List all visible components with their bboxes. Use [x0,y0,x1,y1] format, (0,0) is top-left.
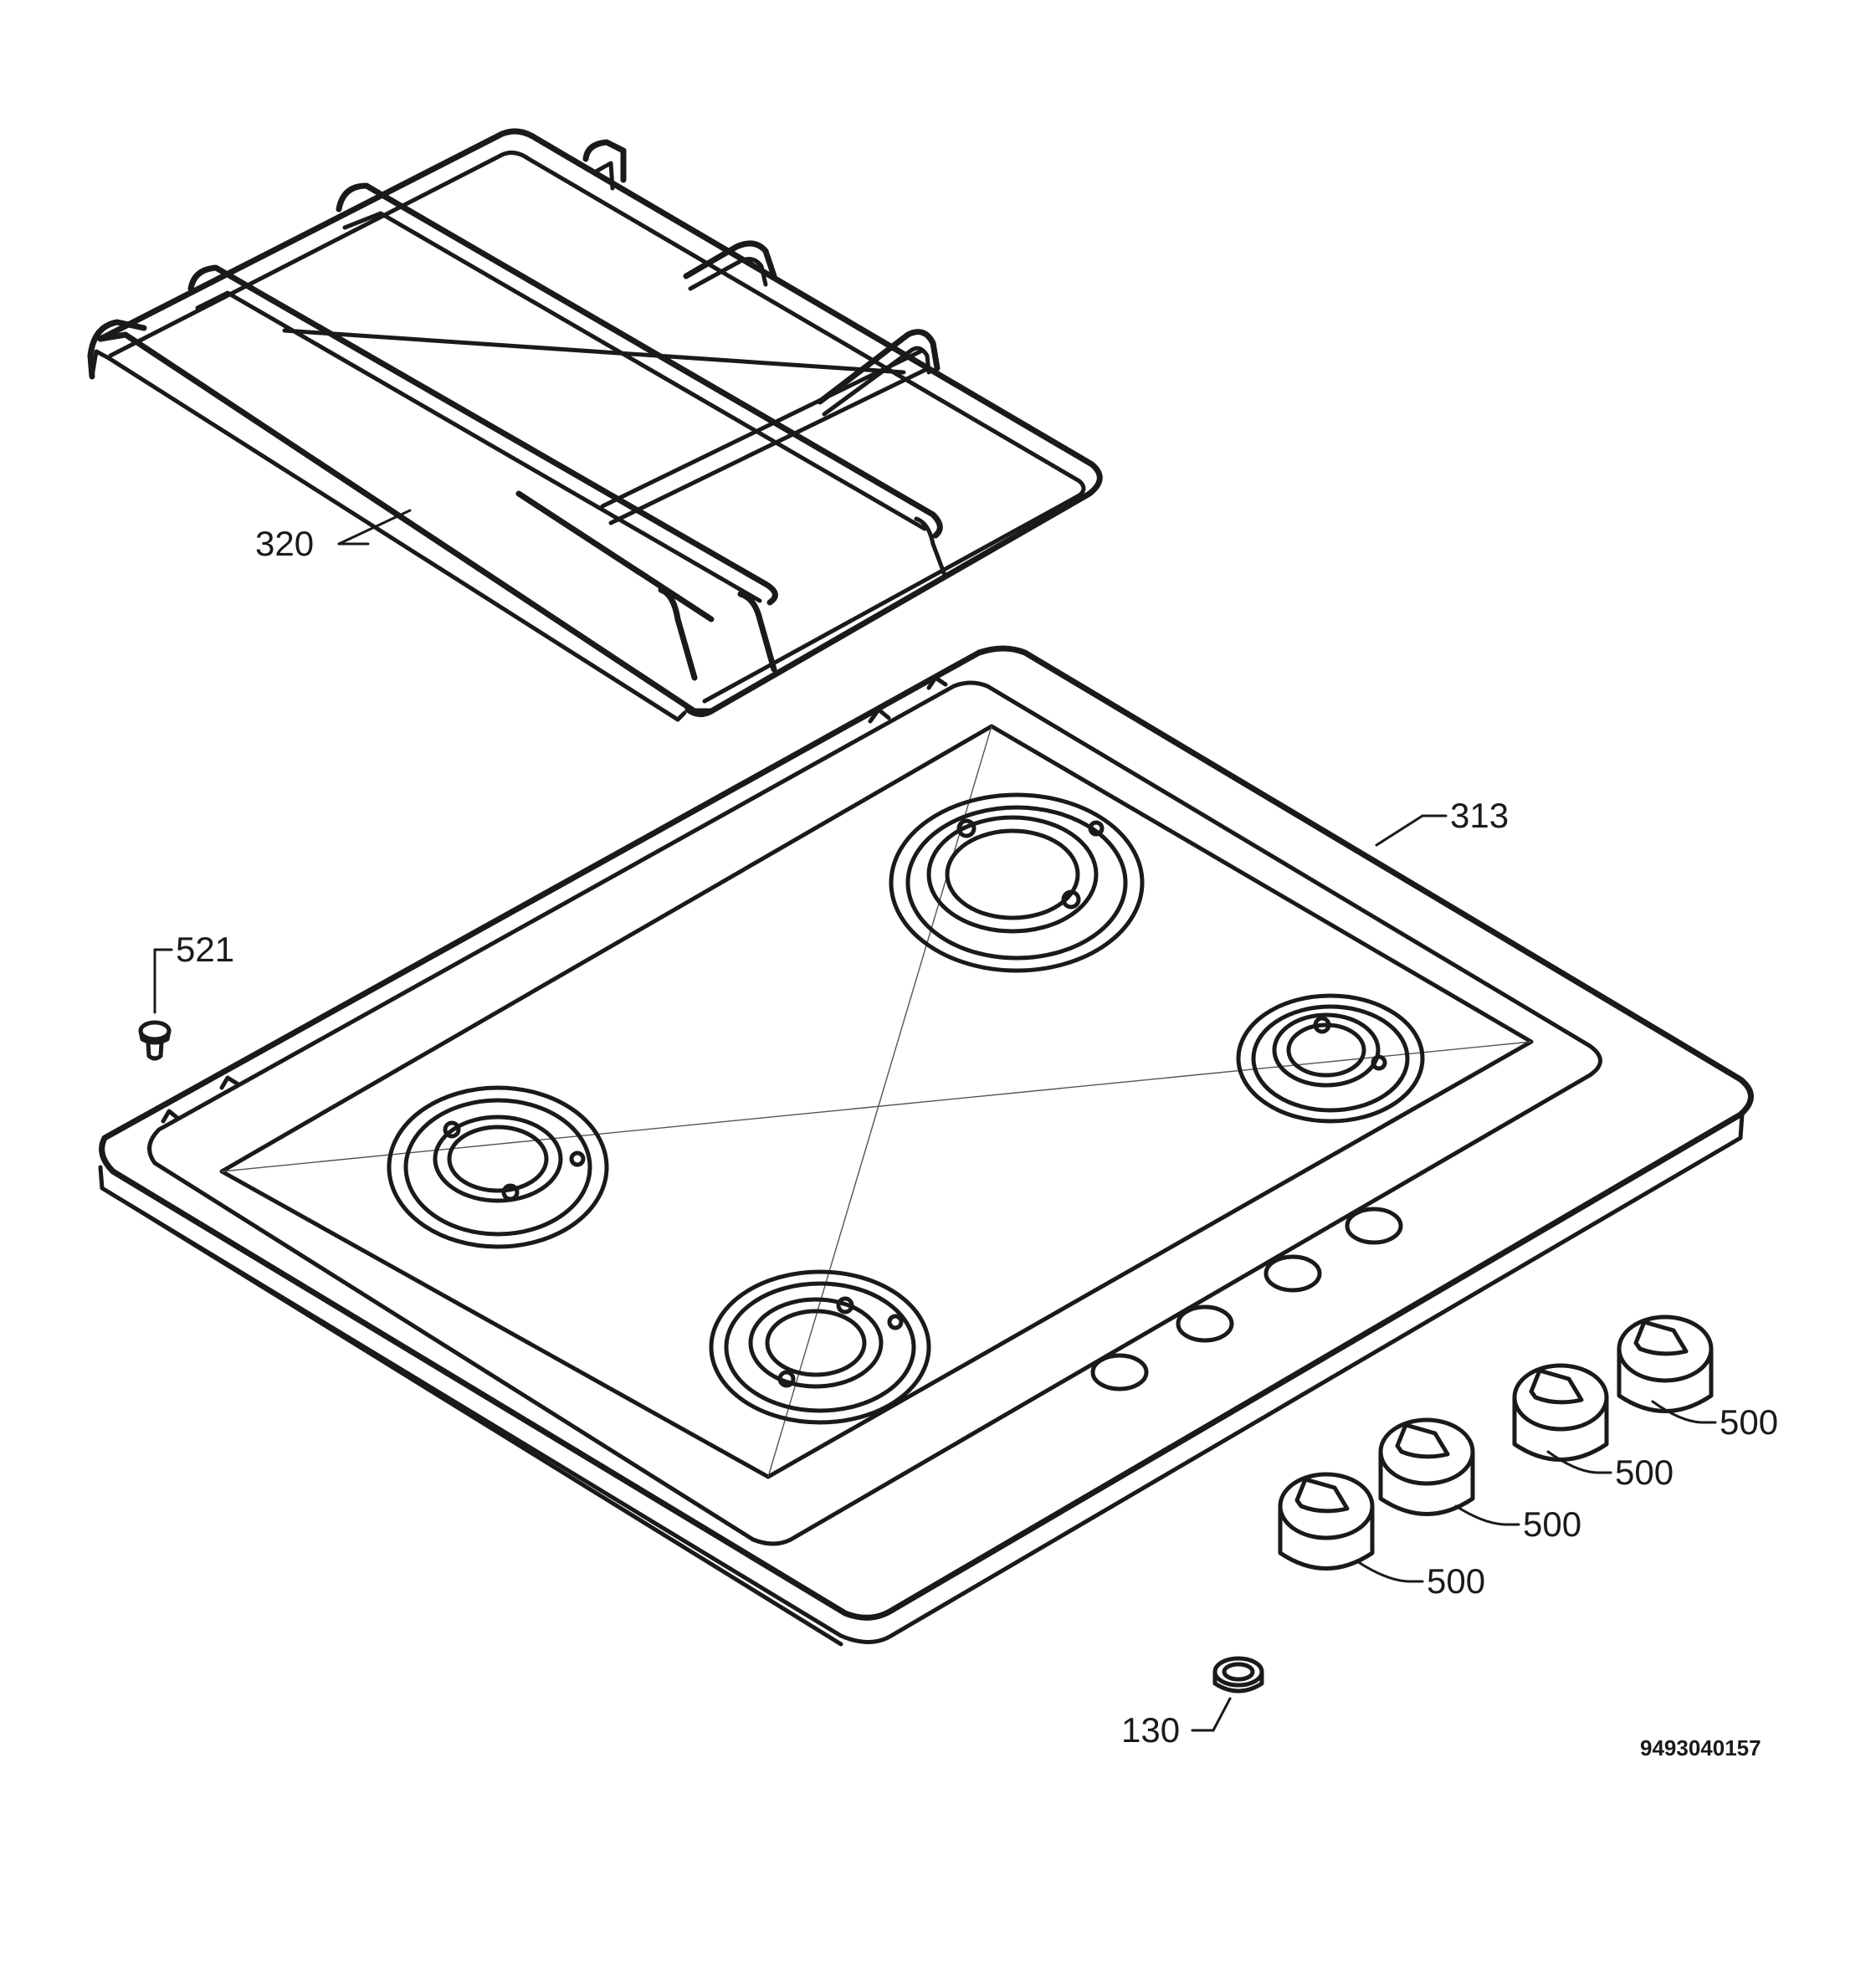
ring-washer [1212,1656,1264,1694]
part-label-500-2: 500 [1615,1453,1674,1492]
callout-320 [337,509,412,546]
control-knob-1 [1617,1314,1714,1413]
burner-right-small [1236,993,1425,1124]
knob-callouts [1358,1400,1717,1583]
callout-130 [1191,1697,1232,1732]
part-label-500-4: 500 [1427,1561,1485,1601]
screw [138,1020,172,1061]
part-label-130: 130 [1121,1710,1180,1750]
control-knob-2 [1512,1363,1609,1462]
part-label-320: 320 [255,524,314,563]
part-label-500-1: 500 [1720,1402,1778,1442]
part-label-521: 521 [176,930,234,969]
part-label-500-3: 500 [1523,1504,1581,1544]
control-knob-3 [1378,1417,1475,1516]
hob-top-plate [98,645,1754,1647]
burner-left-medium [387,1085,609,1249]
burner-front-medium [709,1269,931,1425]
pan-support-grid [87,128,1103,722]
control-knob-4 [1278,1472,1375,1571]
callout-521 [153,948,173,1014]
drawing-number: 9493040157 [1640,1735,1761,1760]
callout-313 [1375,814,1448,847]
part-label-313: 313 [1450,796,1509,835]
knob-holes [1090,1207,1403,1391]
burner-rear-large [889,792,1145,973]
